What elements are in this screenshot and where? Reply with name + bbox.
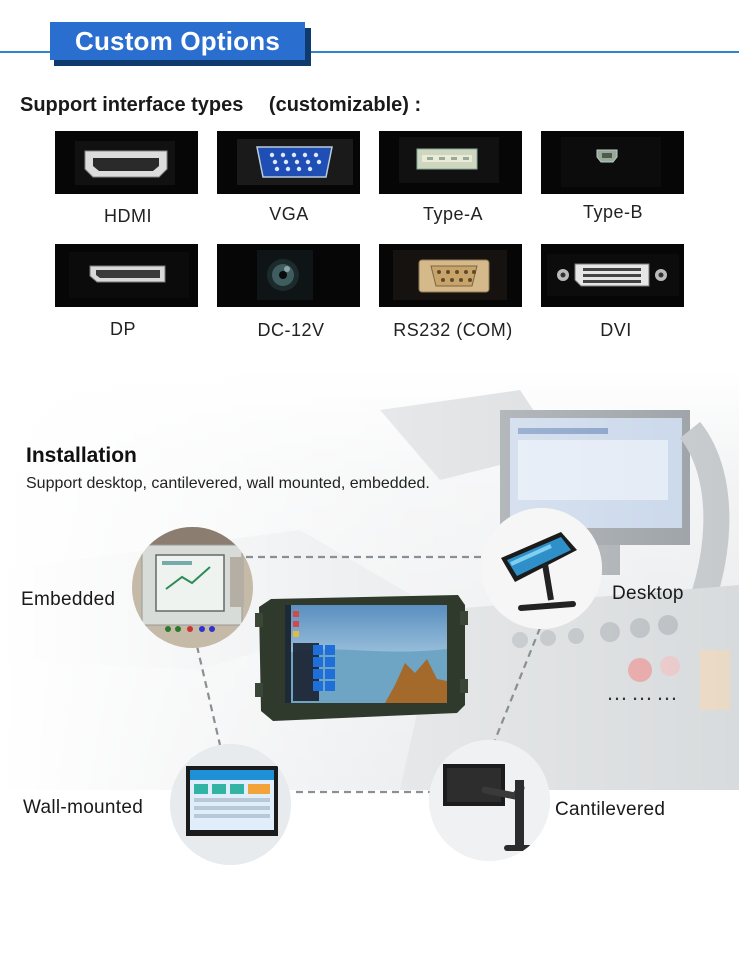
port-label-type-a: Type-A bbox=[422, 204, 484, 224]
mount-label-embedded: Embedded bbox=[21, 589, 116, 610]
installation-title: Installation bbox=[26, 444, 137, 467]
cantilevered-mount-photo bbox=[429, 740, 550, 861]
port-label-vga: VGA bbox=[269, 204, 309, 224]
interfaces-heading: Support interface types (customizable) : bbox=[20, 94, 422, 116]
port-label-dvi: DVI bbox=[600, 320, 632, 340]
port-label-hdmi: HDMI bbox=[104, 206, 152, 226]
vga-port-icon bbox=[217, 131, 360, 194]
dvi-port-icon bbox=[541, 244, 684, 307]
installation-description: Support desktop, cantilevered, wall moun… bbox=[26, 475, 430, 492]
port-label-type-b: Type-B bbox=[582, 202, 644, 222]
desktop-mount-photo bbox=[481, 508, 602, 629]
usb-type-b-port-icon bbox=[541, 131, 684, 194]
factory-background-image bbox=[0, 370, 739, 790]
hdmi-port-icon bbox=[55, 131, 198, 194]
mount-label-desktop: Desktop bbox=[612, 583, 684, 604]
dc-power-jack-icon bbox=[217, 244, 360, 307]
serial-port-icon bbox=[379, 244, 522, 307]
mount-label-cantilevered: Cantilevered bbox=[555, 799, 666, 820]
header-rule bbox=[0, 51, 739, 53]
port-label-dc-12v: DC-12V bbox=[257, 320, 325, 340]
open-frame-monitor-image bbox=[255, 595, 468, 721]
embedded-mount-photo bbox=[132, 527, 253, 648]
section-title: Custom Options bbox=[50, 22, 305, 60]
displayport-icon bbox=[55, 244, 198, 307]
usb-type-a-port-icon bbox=[379, 131, 522, 194]
port-label-dp: DP bbox=[109, 319, 136, 339]
port-label-rs232: RS232 (COM) bbox=[393, 320, 513, 340]
more-options-ellipsis: ……… bbox=[606, 680, 681, 705]
mount-label-wall-mounted: Wall-mounted bbox=[23, 797, 144, 818]
wall-mount-photo bbox=[170, 744, 291, 865]
